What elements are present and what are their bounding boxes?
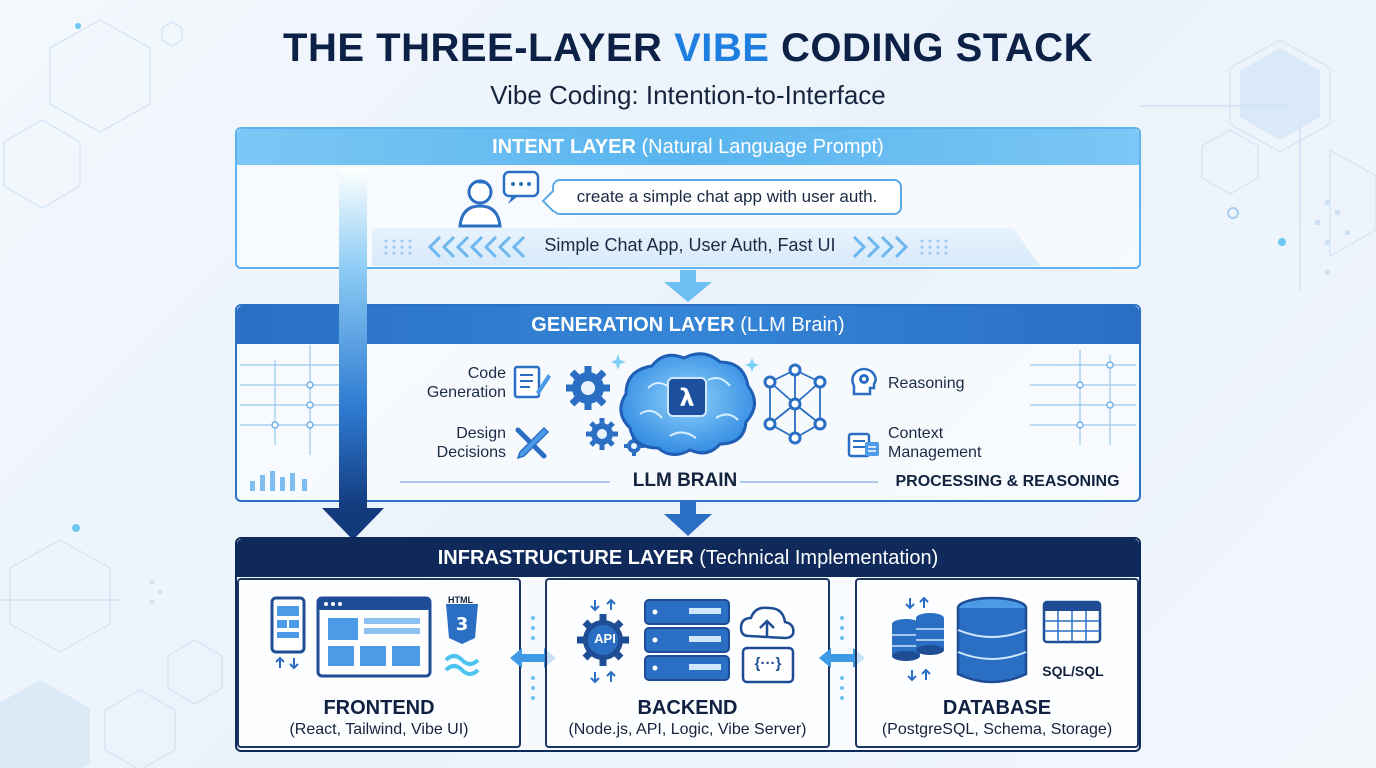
gears-icon (566, 366, 644, 456)
prompt-speech-bubble: create a simple chat app with user auth. (552, 179, 902, 215)
page-title: THE THREE-LAYER VIBE CODING STACK (283, 26, 1093, 70)
dotted-chevrons-right-icon (852, 235, 948, 259)
lambda-symbol: λ (679, 384, 694, 412)
arrow-down-generation-icon (664, 502, 712, 536)
html-label: HTML (448, 595, 473, 605)
design-decisions-label: Design Decisions (436, 425, 506, 461)
database-icons (892, 596, 1102, 684)
database-description: (PostgreSQL, Schema, Storage) (881, 721, 1113, 738)
pencil-ruler-icon (515, 426, 550, 460)
gen-divider-lines (400, 481, 878, 483)
server-stack-icon (644, 599, 730, 681)
frontend-icons: 3 (270, 596, 480, 678)
database-title: DATABASE (942, 697, 1052, 719)
intent-summary-text: Simple Chat App, User Auth, Fast UI (544, 235, 836, 255)
tailwind-icon (444, 654, 480, 666)
backend-description: (Node.js, API, Logic, Vibe Server) (568, 721, 807, 738)
circuit-left-decoration (240, 345, 350, 491)
bypass-arrow-icon (322, 168, 384, 540)
large-database-icon (956, 596, 1028, 684)
frontend-description: (React, Tailwind, Vibe UI) (289, 721, 469, 738)
processing-reasoning-caption: PROCESSING & REASONING (895, 473, 1120, 490)
code-edit-icon (513, 365, 551, 399)
reasoning-label: Reasoning (888, 375, 965, 392)
backend-title: BACKEND (637, 697, 738, 719)
dotted-chevrons-left-icon (384, 235, 526, 259)
llm-brain-caption: LLM BRAIN (632, 470, 738, 491)
infrastructure-layer-header: INFRASTRUCTURE LAYER (Technical Implemen… (237, 539, 1139, 577)
arrow-down-intent-icon (664, 270, 712, 302)
intent-layer-header: INTENT LAYER (Natural Language Prompt) (237, 129, 1139, 165)
css3-shield-icon (446, 604, 478, 644)
code-braces-icon (741, 646, 795, 684)
neural-network-icon (763, 363, 827, 445)
context-management-label: Context Management (888, 425, 982, 461)
api-label: API (594, 631, 616, 646)
user-icon (458, 170, 540, 228)
circuit-right-decoration (1030, 350, 1136, 445)
page-subtitle: Vibe Coding: Intention-to-Interface (490, 80, 886, 110)
frontend-title: FRONTEND (323, 697, 435, 719)
sql-label: SQL/SQL (1042, 663, 1104, 679)
small-database-icons (892, 613, 944, 661)
table-grid-icon (1042, 600, 1102, 644)
reasoning-head-icon (851, 367, 877, 396)
code-generation-label: Code Generation (426, 365, 506, 401)
code-braces-label: {···} (754, 655, 782, 672)
generation-layer-header: GENERATION LAYER (LLM Brain) (237, 306, 1139, 344)
svg-text:3: 3 (456, 614, 469, 635)
context-documents-icon (847, 432, 879, 458)
backend-icons (577, 598, 795, 684)
llm-brain-icon: λ (612, 352, 759, 456)
